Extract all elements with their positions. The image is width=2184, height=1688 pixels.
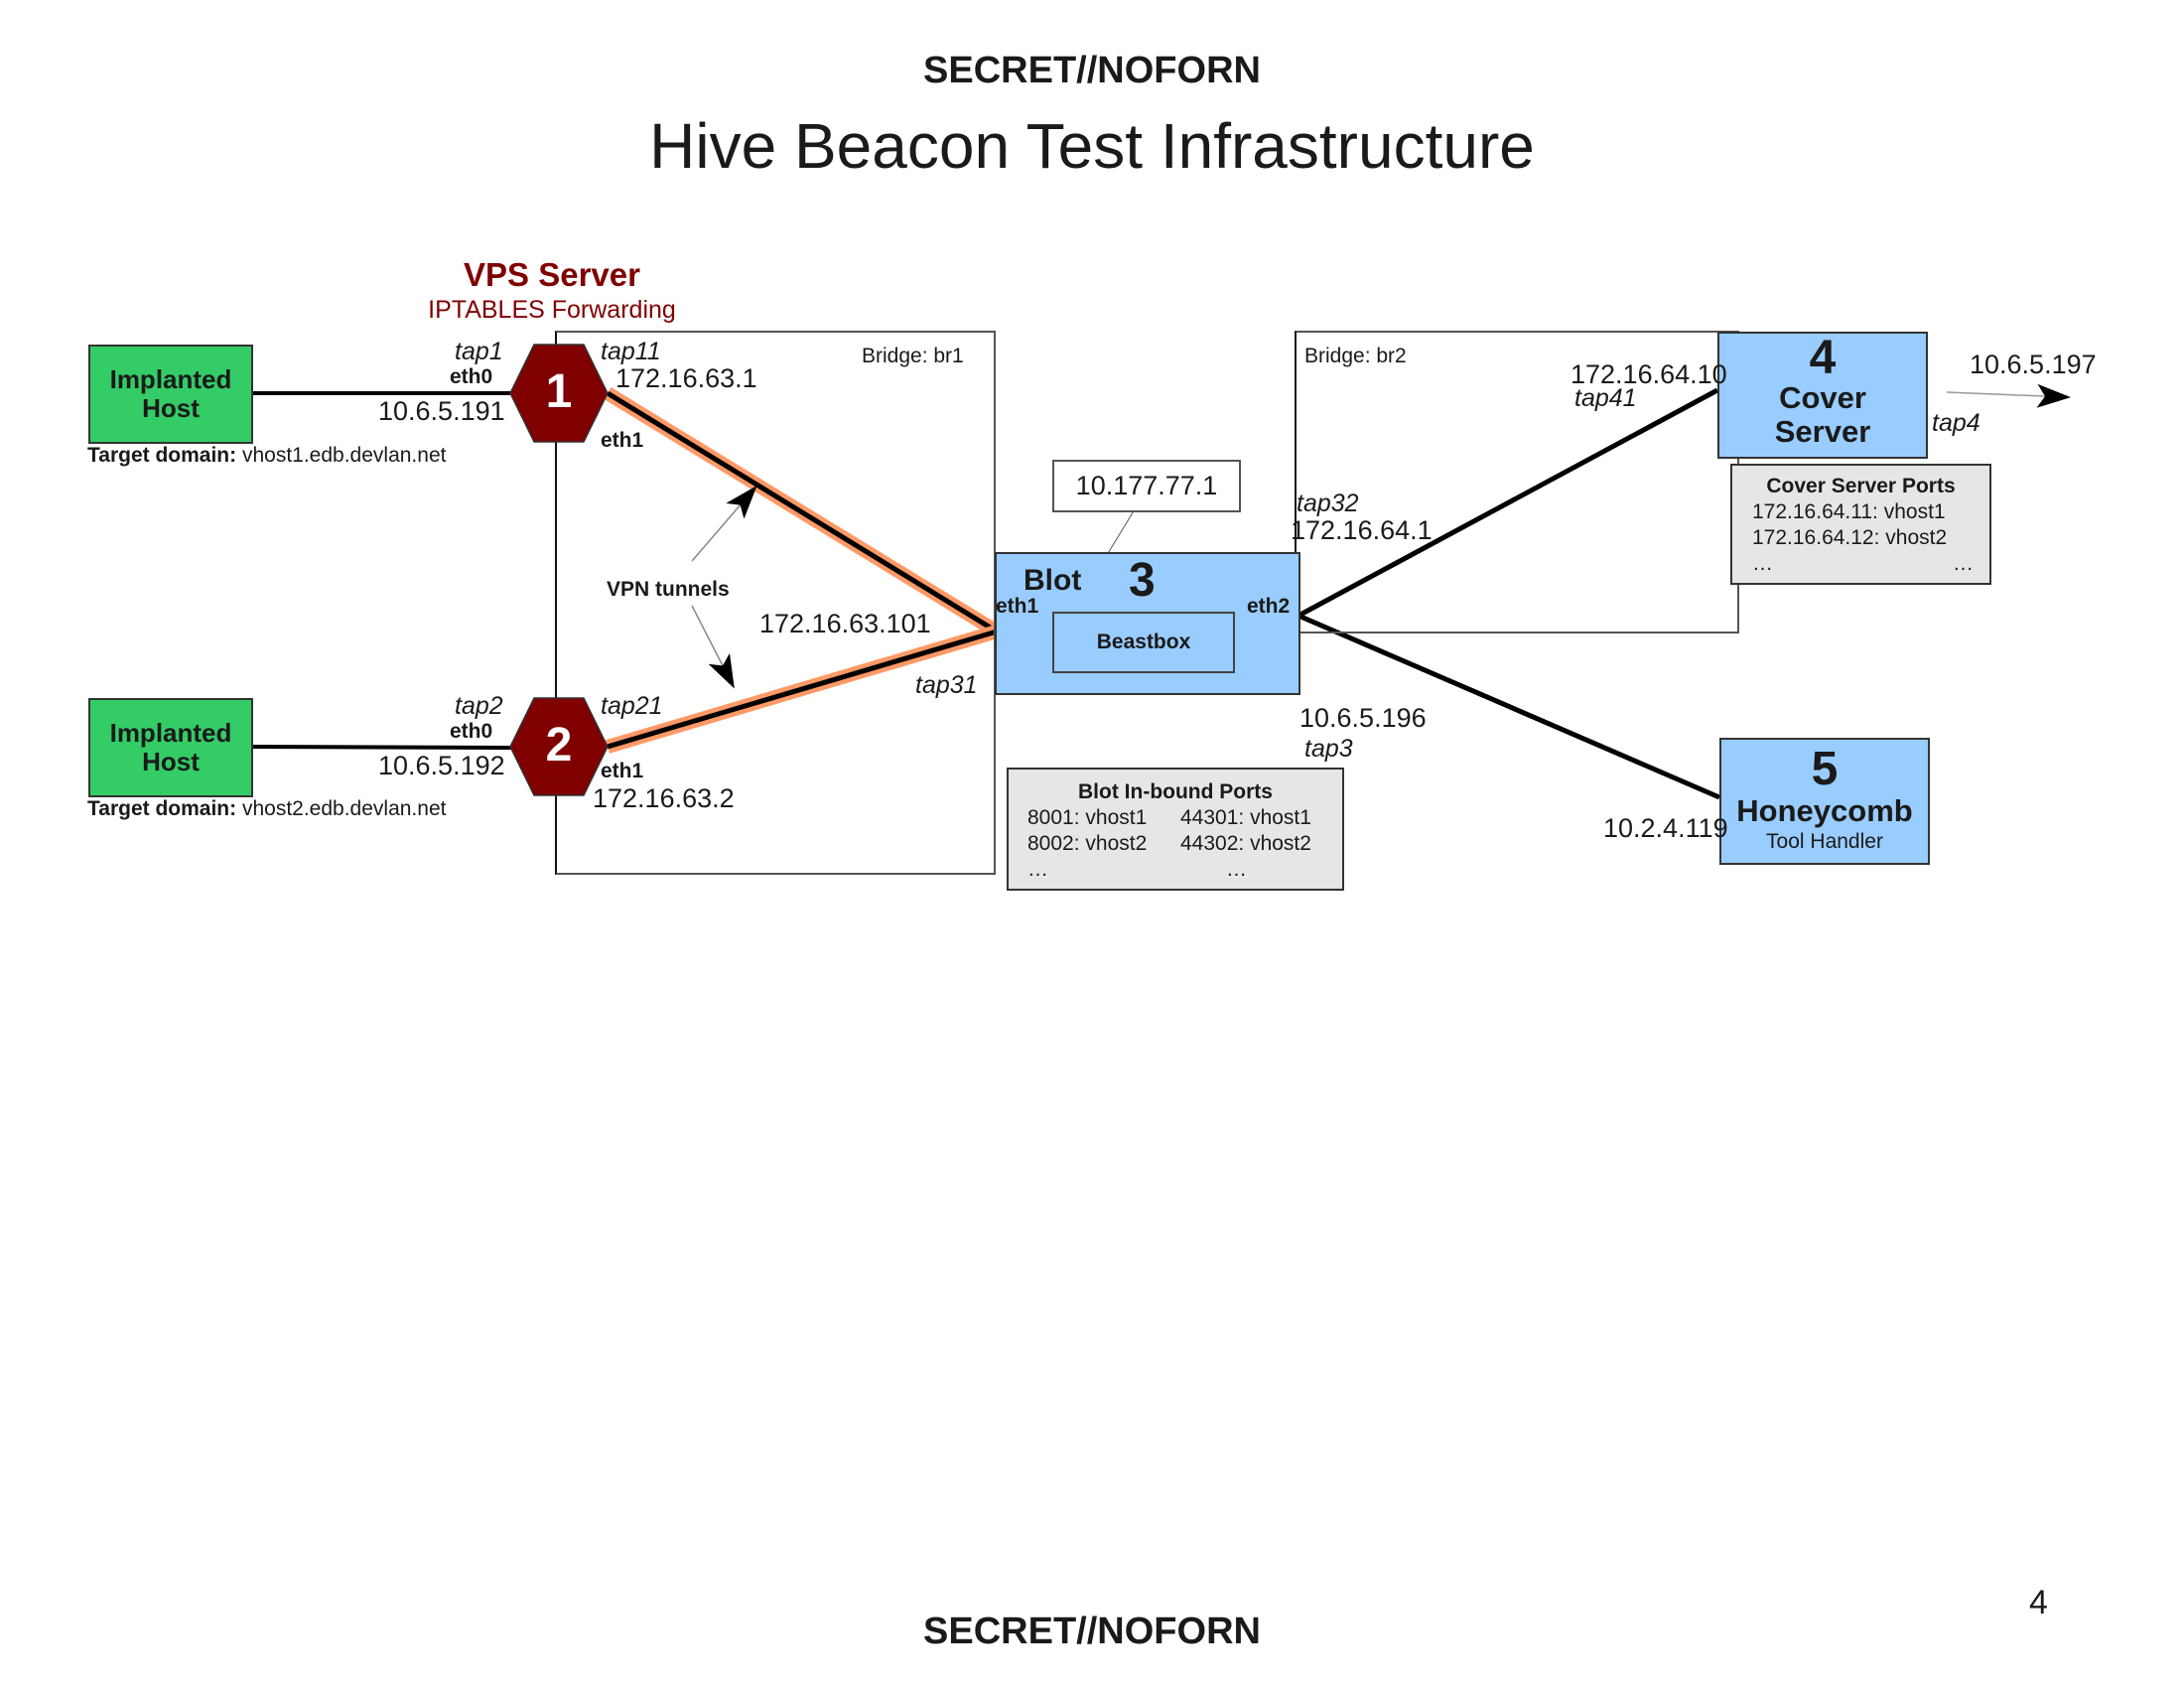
blot-port-8002: 8002: vhost2 (1027, 832, 1148, 855)
link-blot-honeycomb (1297, 613, 1720, 800)
target-domain-2: Target domain: vhost2.edb.devlan.net (87, 797, 446, 821)
blot-vpn-ip: 172.16.63.101 (759, 609, 931, 638)
blot-ports-box: Blot In-bound Ports 8001: vhost1 44301: … (1007, 768, 1344, 891)
cover-server-external-ip: 10.6.5.197 (1970, 350, 2097, 379)
cover-external-arrow (1946, 383, 2071, 408)
page-number: 4 (2029, 1584, 2048, 1621)
tap4-label: tap4 (1932, 409, 1980, 437)
vpn-tunnels-label: VPN tunnels (607, 578, 730, 601)
implanted-host-1[interactable]: Implanted Host (88, 345, 253, 444)
blot-port-44302: 44302: vhost2 (1180, 832, 1311, 855)
target-domain-2-value: vhost2.edb.devlan.net (241, 797, 447, 820)
vps-node-1-ip: 172.16.63.1 (615, 363, 757, 393)
cover-server-number: 4 (1809, 332, 1837, 384)
target-domain-2-label: Target domain: (87, 797, 237, 820)
tap3-label: tap3 (1304, 735, 1353, 763)
target-domain-1-label: Target domain: (87, 444, 237, 467)
blot-eth1-label: eth1 (996, 595, 1039, 618)
honeycomb-subtitle: Tool Handler (1766, 830, 1883, 853)
beastbox-box[interactable]: Beastbox (1052, 612, 1235, 673)
implanted-host-1-label-line2: Host (142, 393, 200, 423)
vpn-tunnel-1 (606, 390, 999, 634)
blot-ports-title: Blot In-bound Ports (1078, 780, 1273, 803)
target-domain-1: Target domain: vhost1.edb.devlan.net (87, 444, 446, 468)
host2-ip: 10.6.5.192 (378, 751, 505, 780)
bridge-br1-label: Bridge: br1 (862, 345, 964, 367)
host1-eth0-label: eth0 (450, 365, 493, 388)
blot-port-more-1: … (1027, 858, 1048, 881)
vps-node-1-eth1-label: eth1 (601, 429, 644, 452)
honeycomb-name: Honeycomb (1736, 793, 1913, 828)
tap41-label: tap41 (1574, 384, 1637, 412)
blot-number: 3 (1129, 554, 1156, 607)
vps-node-2-number: 2 (545, 719, 573, 772)
host2-eth0-label: eth0 (450, 720, 493, 743)
honeycomb-number: 5 (1811, 743, 1839, 795)
cover-ports-title: Cover Server Ports (1766, 475, 1956, 497)
blot-port-more-2: … (1226, 858, 1247, 881)
tap31-label: tap31 (915, 671, 978, 699)
cover-port-vhost1: 172.16.64.11: vhost1 (1752, 500, 1946, 523)
honeycomb-node[interactable]: 5 Honeycomb Tool Handler (1719, 738, 1930, 865)
implanted-host-2-label-line1: Implanted (109, 718, 232, 748)
cover-port-vhost2: 172.16.64.12: vhost2 (1752, 526, 1948, 549)
implanted-host-2[interactable]: Implanted Host (88, 698, 253, 797)
cover-port-more-1: … (1752, 552, 1773, 575)
link-host2-vps2 (250, 745, 517, 750)
blot-name: Blot (1024, 564, 1082, 597)
cover-server-name-line2: Server (1774, 414, 1871, 449)
vps-server-subtitle: IPTABLES Forwarding (428, 296, 676, 324)
implanted-host-2-label-line2: Host (142, 747, 200, 776)
vpn-arrow-up (691, 485, 757, 562)
tap21-label: tap21 (601, 692, 663, 720)
host1-ip: 10.6.5.191 (378, 396, 505, 426)
page-title: Hive Beacon Test Infrastructure (649, 110, 1535, 182)
callout-ip-box: 10.177.77.1 (1052, 460, 1241, 512)
blot-br2-ip: 172.16.64.1 (1291, 515, 1433, 545)
classification-header: SECRET//NOFORN (923, 50, 1261, 91)
cover-ports-box: Cover Server Ports 172.16.64.11: vhost1 … (1730, 464, 1991, 585)
blot-eth2-label: eth2 (1247, 595, 1291, 618)
implanted-host-1-label-line1: Implanted (109, 364, 232, 394)
tap1-label: tap1 (455, 338, 503, 365)
cover-server-ip: 172.16.64.10 (1570, 359, 1727, 389)
vpn-tunnel-2 (607, 629, 998, 750)
target-domain-1-value: vhost1.edb.devlan.net (241, 444, 447, 467)
honeycomb-ip: 10.2.4.119 (1603, 813, 1728, 843)
cover-server-node[interactable]: 4 Cover Server (1717, 332, 1928, 459)
blot-external-ip: 10.6.5.196 (1299, 703, 1427, 733)
classification-footer: SECRET//NOFORN (923, 1611, 1261, 1652)
tap11-label: tap11 (601, 338, 661, 365)
vps-node-1-number: 1 (545, 365, 573, 418)
vps-server-title: VPS Server (464, 256, 640, 293)
bridge-br2-label: Bridge: br2 (1304, 345, 1407, 367)
vps-node-2-eth1-label: eth1 (601, 760, 644, 782)
cover-server-name-line1: Cover (1779, 380, 1866, 415)
blot-port-8001: 8001: vhost1 (1027, 806, 1148, 829)
vps-node-1-hexagon[interactable] (509, 344, 609, 443)
vps-node-2-ip: 172.16.63.2 (593, 783, 735, 813)
tap32-label: tap32 (1297, 490, 1359, 517)
vpn-arrow-down (691, 605, 735, 689)
link-blot-cover-server (1297, 387, 1719, 619)
vps-node-2-hexagon[interactable] (509, 697, 609, 796)
blot-port-44301: 44301: vhost1 (1180, 806, 1311, 829)
tap2-label: tap2 (455, 692, 503, 720)
cover-port-more-2: … (1953, 552, 1974, 575)
